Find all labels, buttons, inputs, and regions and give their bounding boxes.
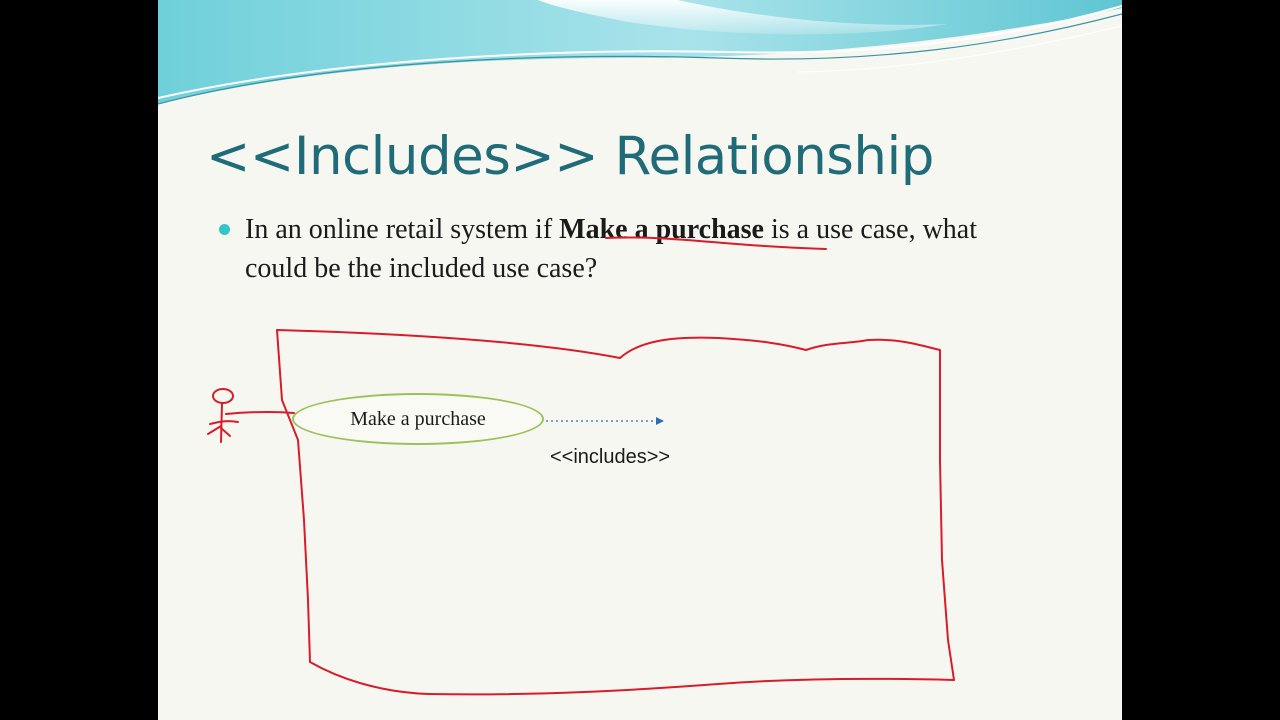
bullet-text-end: is a use case, what could be the include…: [245, 214, 978, 284]
wave-banner: [158, 0, 1122, 105]
presentation-slide: <<Includes>> Relationship In an online r…: [158, 0, 1122, 720]
bullet-emphasis: Make a purchase: [559, 214, 764, 245]
bullet-text-start: In an online retail system if: [245, 214, 560, 245]
dashed-arrow-icon: [546, 417, 664, 425]
bullet-question: In an online retail system if Make a pur…: [245, 210, 1045, 288]
bullet-point: [219, 224, 230, 235]
use-case-ellipse: Make a purchase: [292, 393, 544, 445]
includes-relationship-label: <<includes>>: [550, 446, 671, 468]
system-boundary-sketch: [276, 329, 955, 696]
actor-association-line: [225, 410, 295, 415]
slide-title: <<Includes>> Relationship: [206, 126, 934, 187]
use-case-label: Make a purchase: [350, 407, 486, 430]
stick-figure-icon: [207, 388, 239, 443]
